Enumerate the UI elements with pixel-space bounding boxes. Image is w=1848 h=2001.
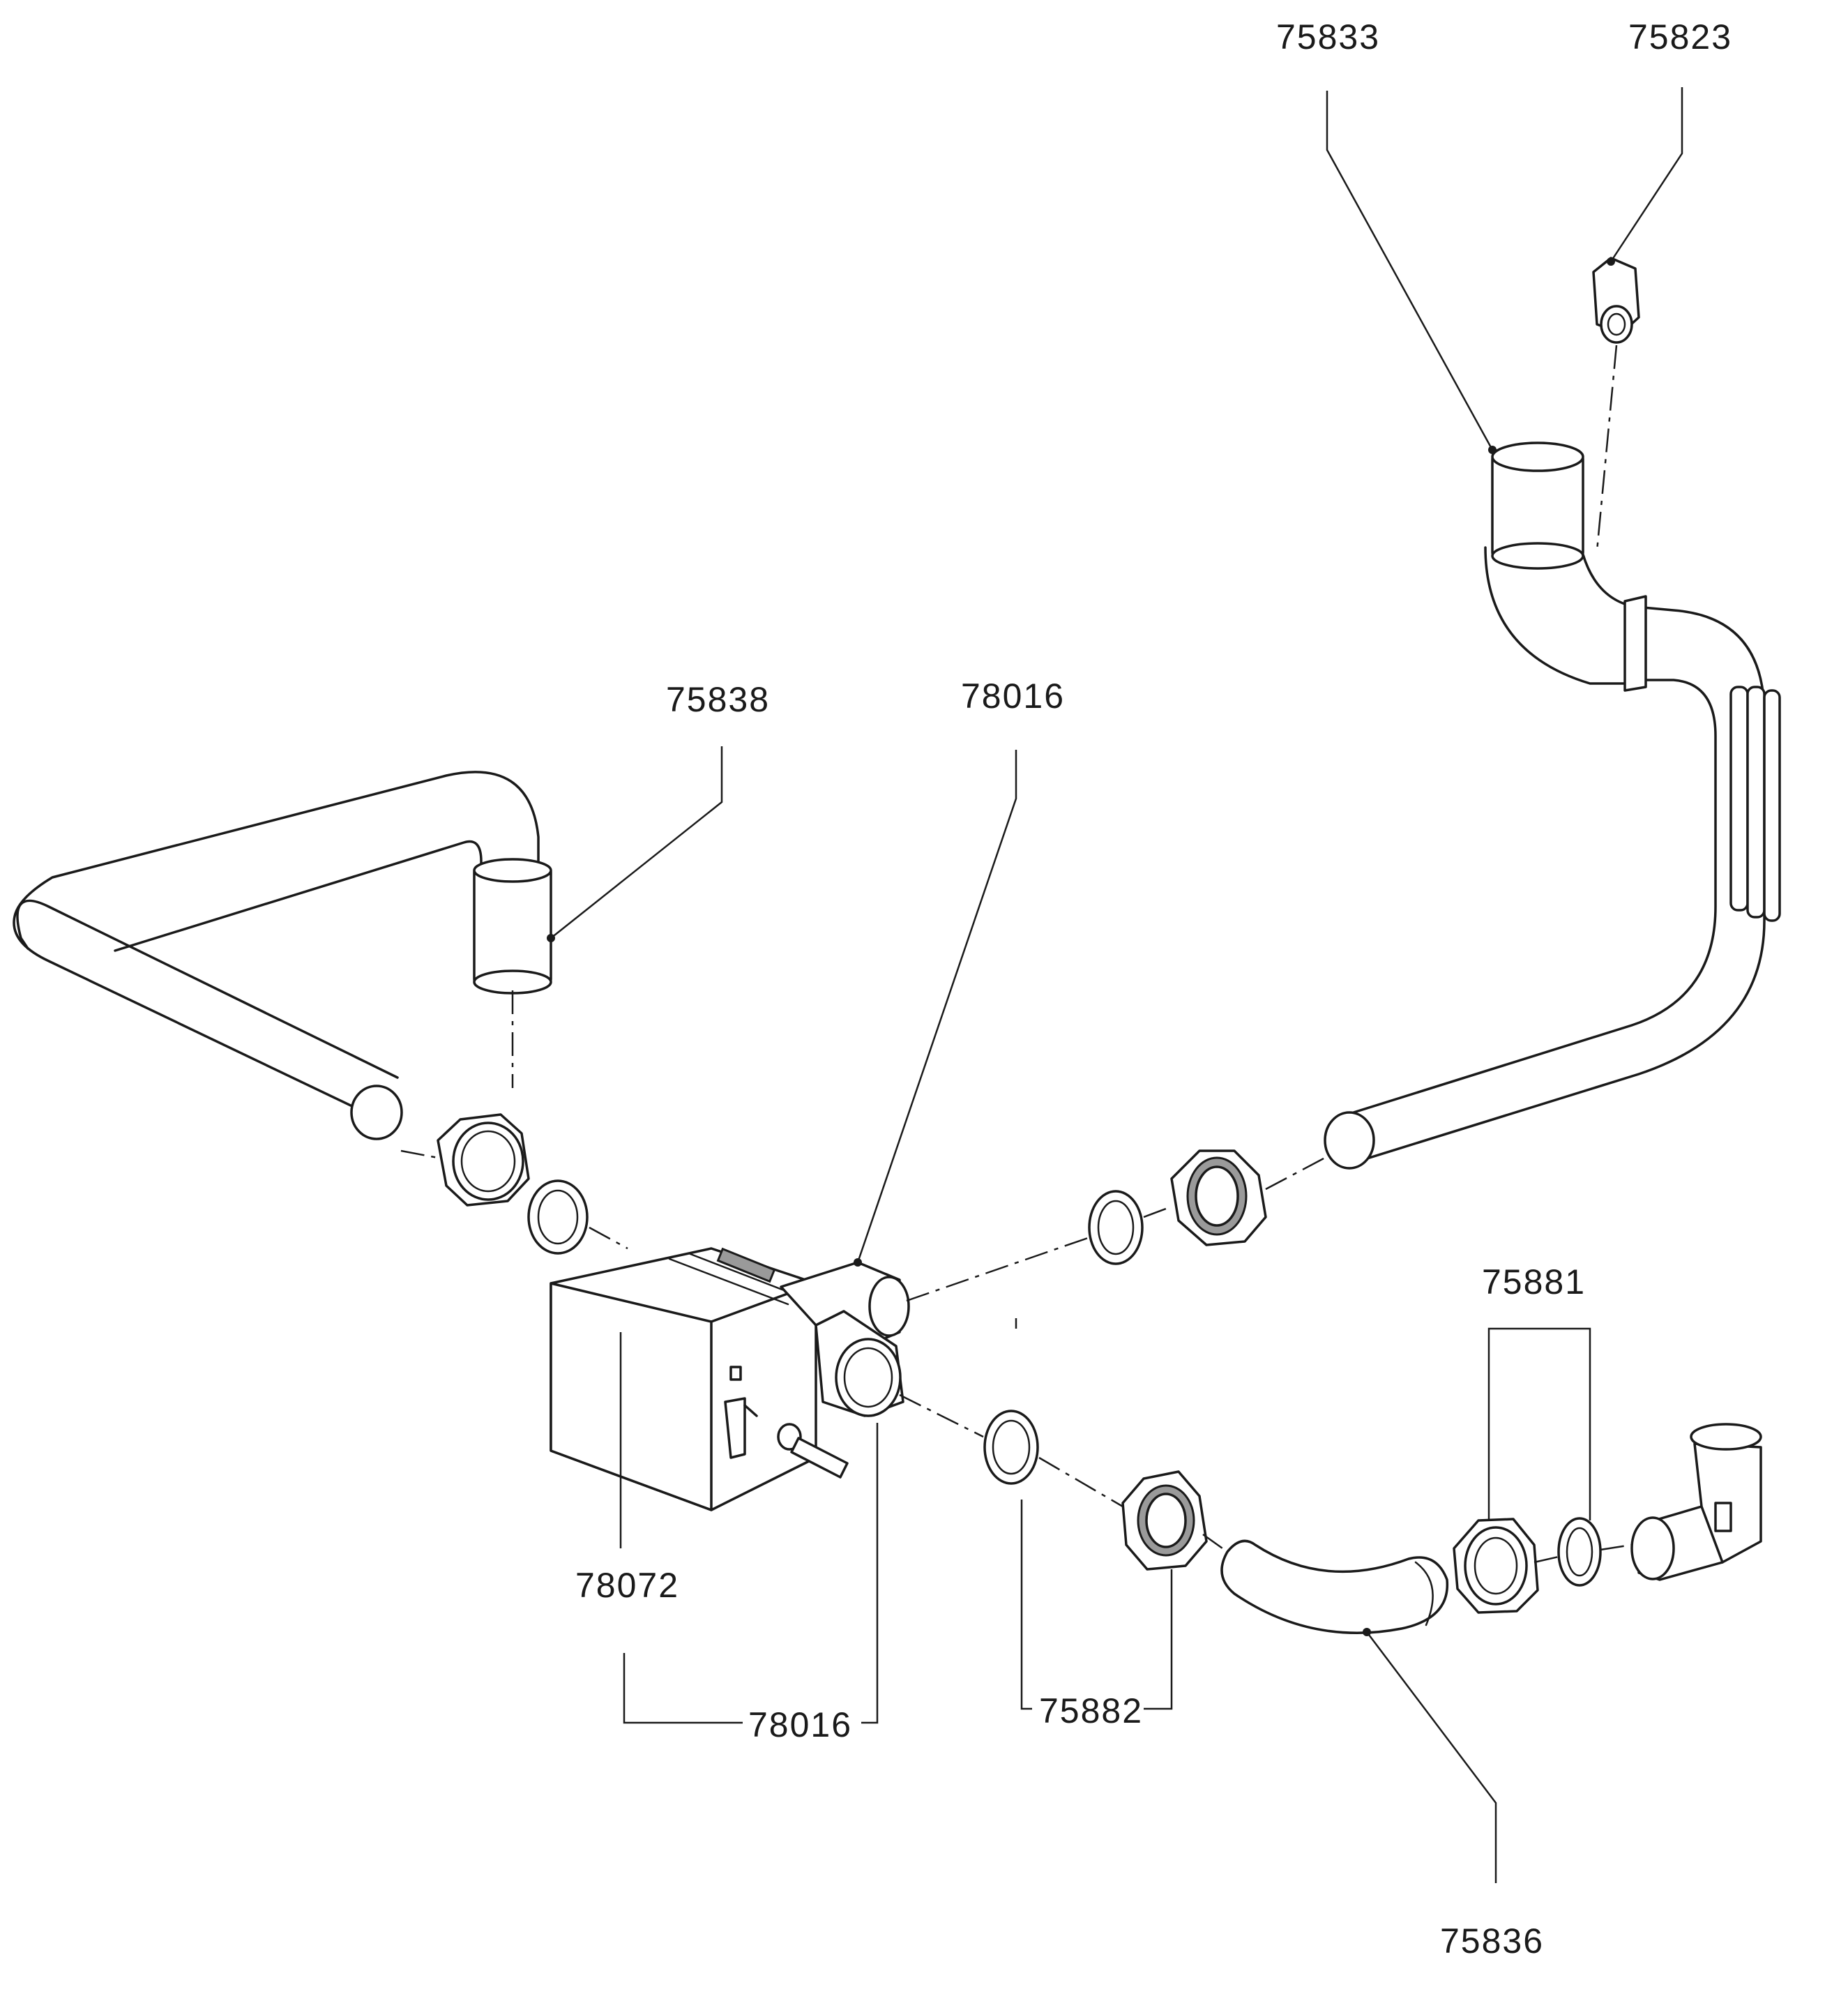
label-78016-bottom: 78016 [748,1705,852,1744]
sealing-ring-75881 [1557,1517,1602,1587]
label-75882: 75882 [1039,1691,1143,1730]
label-78016-top: 78016 [961,677,1065,716]
label-75836: 75836 [1440,1921,1544,1961]
lower-union-nut [1121,1470,1208,1571]
vent-fitting-75823 [1592,257,1640,344]
part-labels: 75833 75823 75838 78016 75881 78072 7801… [575,17,1732,1961]
leader-lines [547,87,1683,1883]
label-75838: 75838 [666,680,770,719]
left-sealing-ring [527,1179,589,1255]
lower-bent-pipe-75836 [1220,1539,1449,1634]
union-nut-75881 [1453,1518,1539,1614]
label-75833: 75833 [1276,17,1380,56]
label-75823: 75823 [1628,17,1732,56]
left-pipe-75838 [13,771,552,1140]
lower-sealing-ring [983,1410,1039,1485]
label-78072: 78072 [575,1566,679,1605]
label-75881: 75881 [1482,1262,1586,1301]
elbow-fitting [1630,1423,1762,1581]
valve-assembly-78016 [550,1247,910,1511]
assembly-axis-lines [400,345,1633,1564]
right-pipe-75833 [1324,441,1781,1170]
left-union-nut [437,1113,530,1207]
right-union-nut [1170,1149,1267,1246]
right-sealing-ring [1088,1190,1144,1265]
